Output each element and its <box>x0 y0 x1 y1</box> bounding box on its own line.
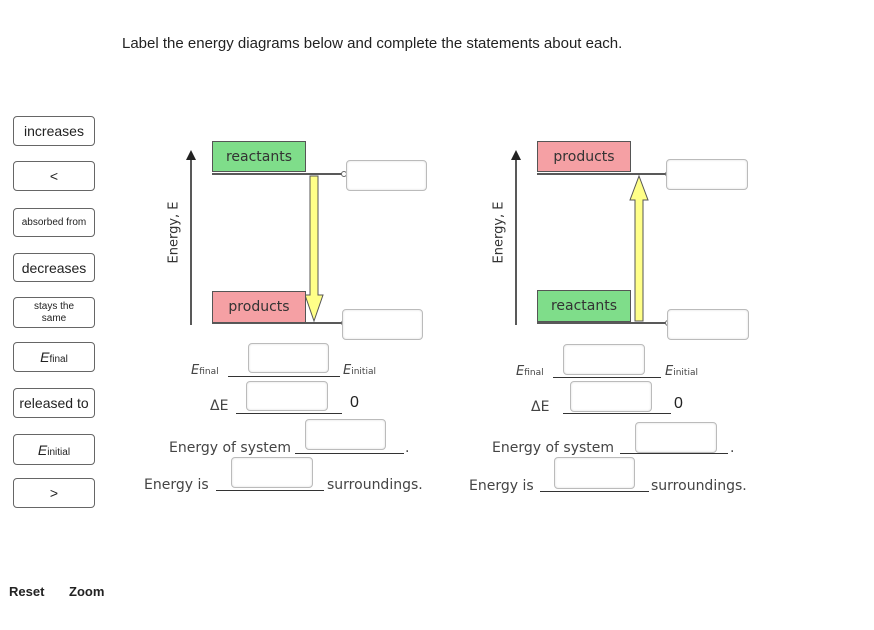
tile-label: increases <box>24 123 84 139</box>
blank-line <box>236 413 342 414</box>
blank-line <box>563 413 671 414</box>
drop-target-delta-1[interactable] <box>246 381 328 411</box>
zero-value-1: 0 <box>350 394 359 411</box>
drop-target-system-2[interactable] <box>635 422 717 453</box>
blank-line <box>620 453 728 454</box>
tile-e-final[interactable]: Efinal <box>13 342 95 372</box>
axis-arrow-1 <box>186 150 196 160</box>
axis-arrow-2 <box>511 150 521 160</box>
tile-label: absorbed from <box>21 216 87 228</box>
tile-label: Einitial <box>37 441 71 458</box>
y-axis-label-1: Energy, E <box>166 201 182 264</box>
drop-target-bottom-1[interactable] <box>342 309 423 340</box>
blank-line <box>228 376 340 377</box>
tile-label: decreases <box>21 259 87 276</box>
tile-increases[interactable]: increases <box>13 116 95 146</box>
drop-target-surroundings-1[interactable] <box>231 457 313 488</box>
delta-e-label-2: ΔE <box>531 399 550 415</box>
drop-target-compare-2[interactable] <box>563 344 645 375</box>
tile-absorbed-from[interactable]: absorbed from <box>13 208 95 237</box>
tile-stays-the-same[interactable]: stays the same <box>13 297 95 328</box>
period-1: . <box>405 440 410 456</box>
blank-line <box>216 490 324 491</box>
energy-is-label-1: Energy is <box>144 477 209 493</box>
tile-greater-than[interactable]: > <box>13 478 95 508</box>
zero-value-2: 0 <box>674 395 683 412</box>
down-arrow <box>304 175 324 323</box>
tile-label: Efinal <box>40 349 68 365</box>
reset-button[interactable]: Reset <box>9 584 45 599</box>
up-arrow <box>629 174 649 322</box>
products-box-2: products <box>537 141 631 172</box>
tile-label: < <box>49 168 59 184</box>
energy-is-label-2: Energy is <box>469 478 534 494</box>
y-axis-label-2: Energy, E <box>491 201 507 264</box>
tile-label: released to <box>19 395 89 411</box>
e-initial-label-1: Einitial <box>343 363 376 378</box>
drop-target-compare-1[interactable] <box>248 343 329 373</box>
energy-of-system-label-2: Energy of system <box>492 440 615 456</box>
drop-target-surroundings-2[interactable] <box>554 457 635 489</box>
surroundings-label-2: surroundings. <box>651 478 747 494</box>
drop-target-top-2[interactable] <box>666 159 748 190</box>
drop-target-system-1[interactable] <box>305 419 386 450</box>
tile-less-than[interactable]: < <box>13 161 95 191</box>
delta-e-label-1: ΔE <box>210 398 229 414</box>
reactants-box-1: reactants <box>212 141 306 172</box>
tile-released-to[interactable]: released to <box>13 388 95 418</box>
tile-e-initial[interactable]: Einitial <box>13 434 95 465</box>
tile-decreases[interactable]: decreases <box>13 253 95 282</box>
blank-line <box>295 453 404 454</box>
tile-label: stays the same <box>33 300 75 324</box>
drop-target-bottom-2[interactable] <box>667 309 749 340</box>
energy-of-system-label-1: Energy of system <box>169 440 292 456</box>
e-initial-label-2: Einitial <box>665 364 698 379</box>
blank-line <box>553 377 661 378</box>
blank-line <box>540 491 649 492</box>
products-box-1: products <box>212 291 306 323</box>
period-2: . <box>730 440 735 456</box>
zoom-button[interactable]: Zoom <box>69 584 105 599</box>
tile-label: > <box>49 485 59 501</box>
e-final-label-1: Efinal <box>191 363 219 378</box>
surroundings-label-1: surroundings. <box>327 477 423 493</box>
e-final-label-2: Efinal <box>516 364 544 379</box>
reactants-box-2: reactants <box>537 290 631 322</box>
instruction-text: Label the energy diagrams below and comp… <box>122 35 623 52</box>
drop-target-top-1[interactable] <box>346 160 427 191</box>
drop-target-delta-2[interactable] <box>570 381 652 412</box>
